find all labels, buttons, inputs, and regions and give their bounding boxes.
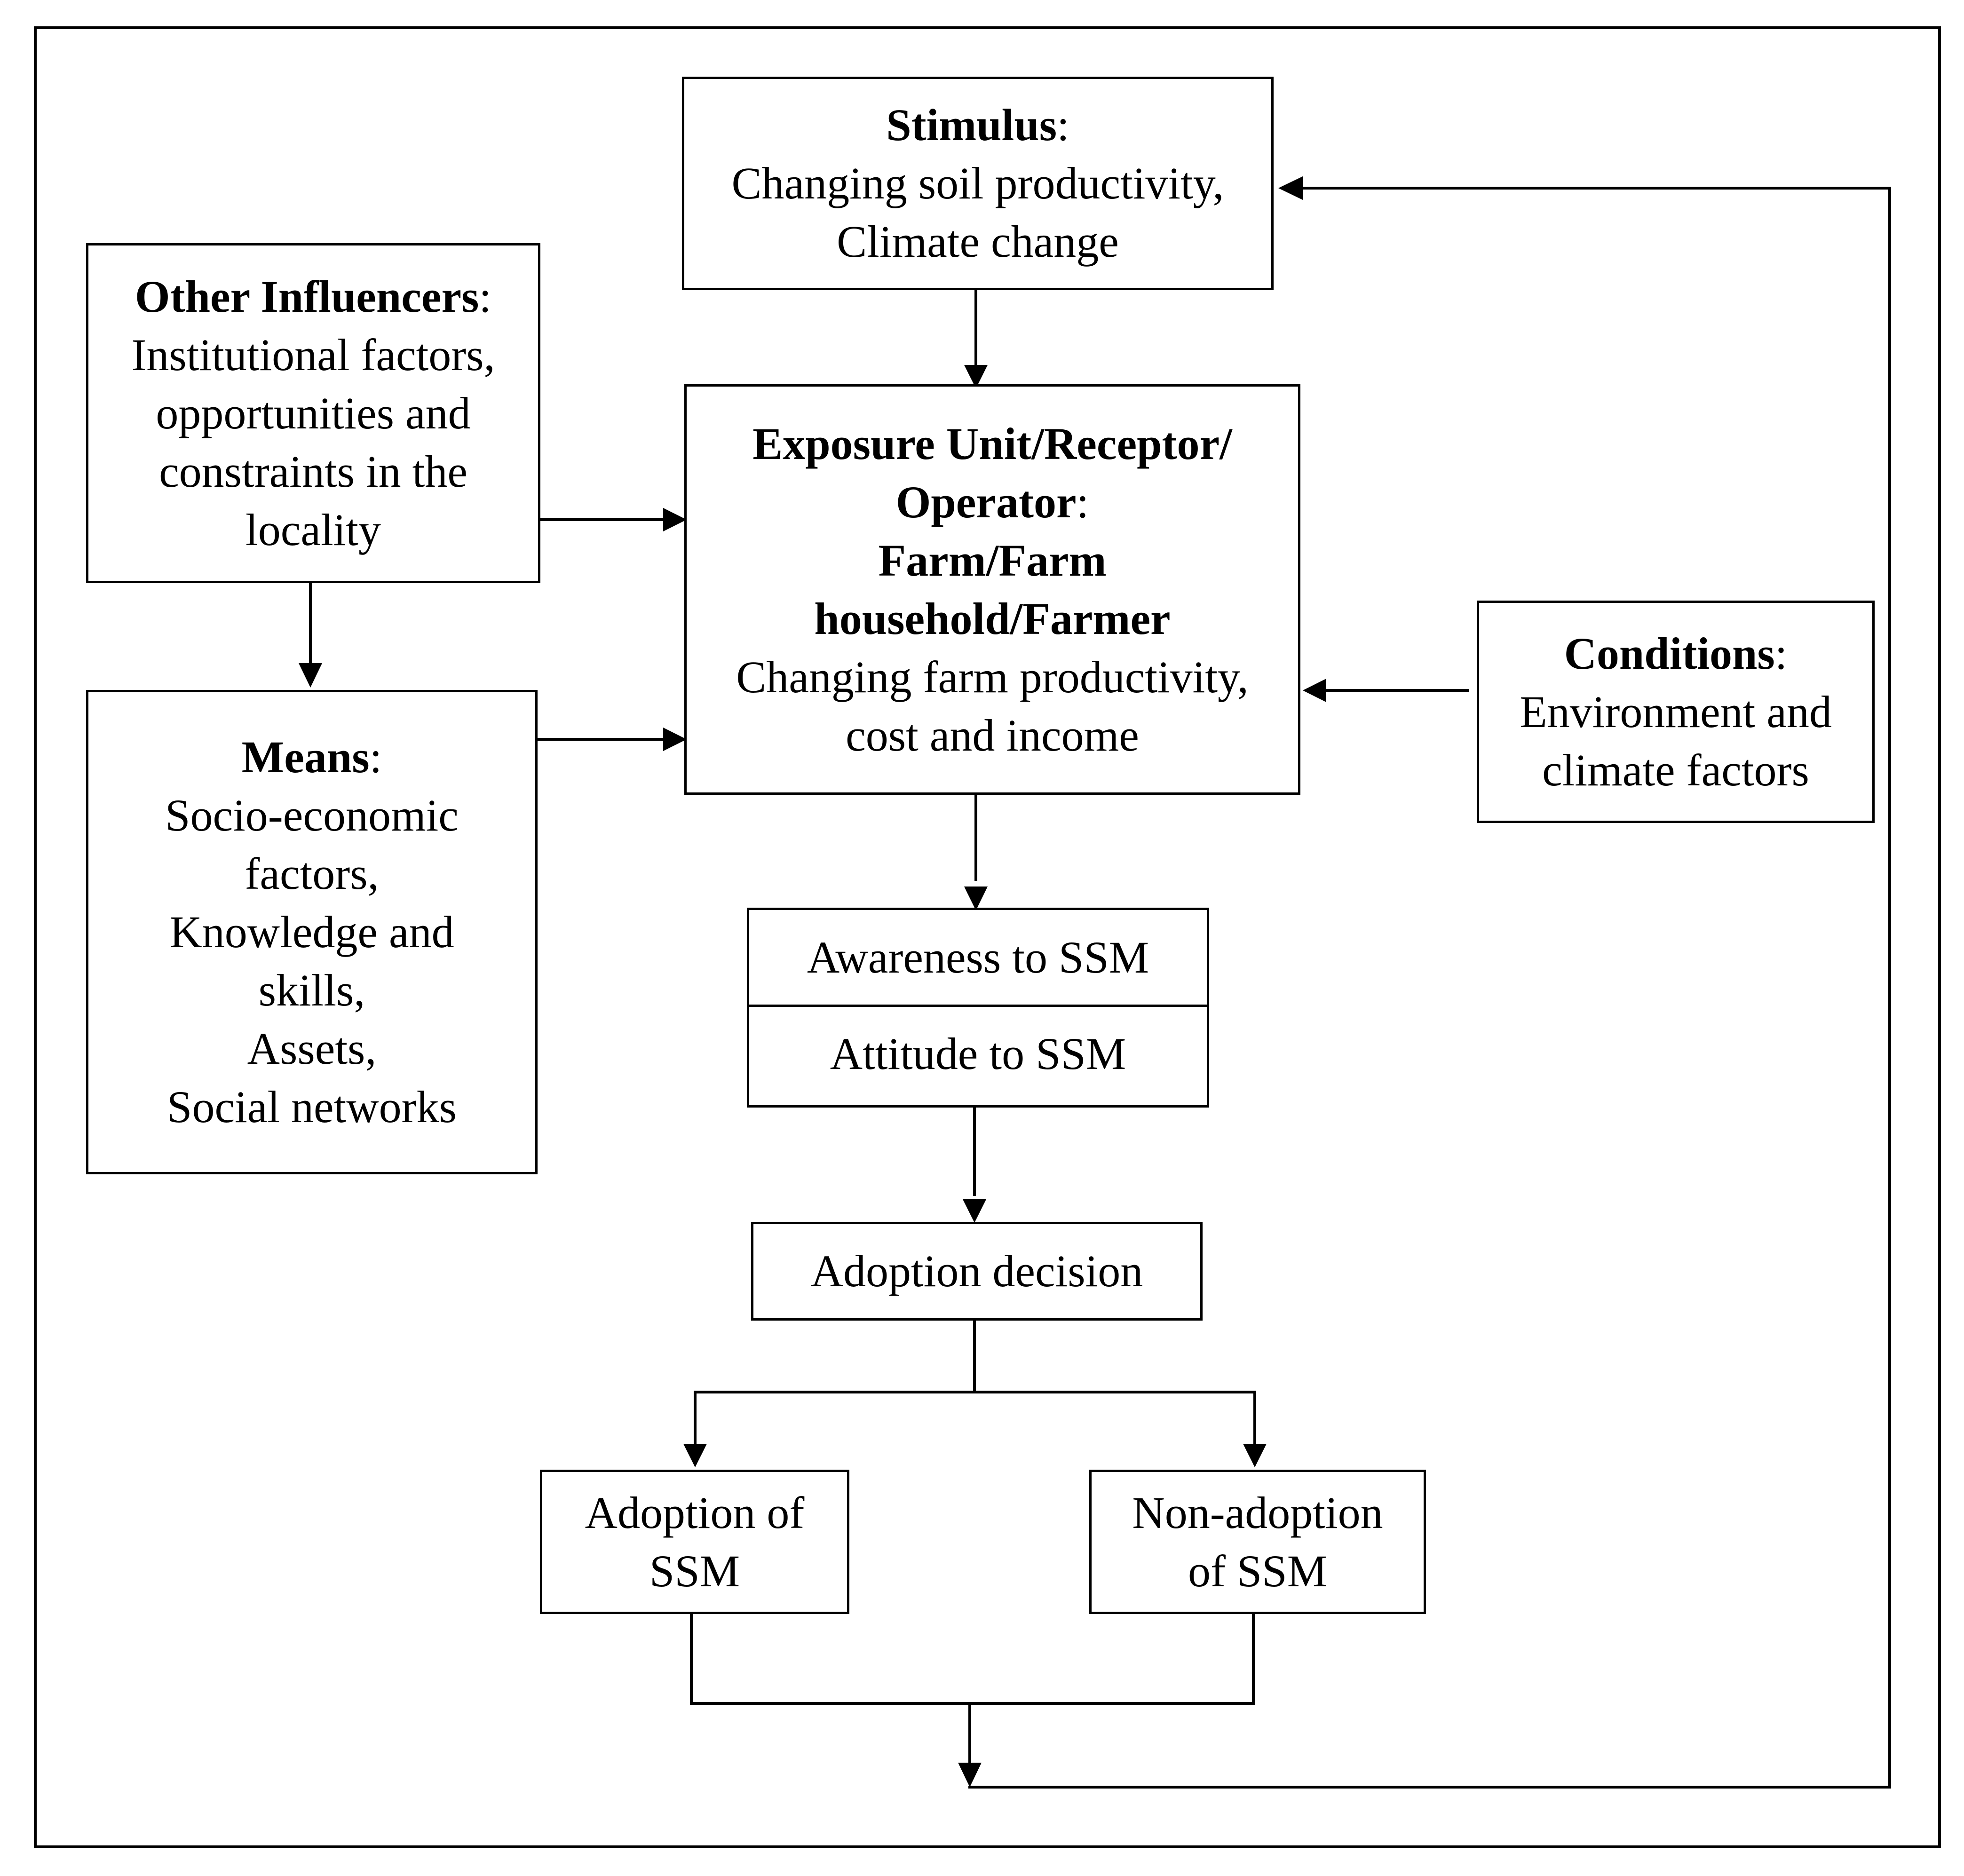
attitude-cell: Attitude to SSM xyxy=(749,1007,1207,1101)
exposure-unit-box: Exposure Unit/Receptor/ Operator: Farm/F… xyxy=(684,384,1300,795)
exposure-unit-line: Changing farm productivity, xyxy=(736,651,1249,702)
exposure-unit-heading: Exposure Unit/Receptor/ xyxy=(752,418,1232,469)
attitude-label: Attitude to SSM xyxy=(830,1029,1126,1079)
means-line: skills, xyxy=(258,965,365,1015)
means-line: factors, xyxy=(245,848,379,899)
connector-decision-right xyxy=(973,1391,1256,1445)
means-line: Social networks xyxy=(167,1082,457,1132)
conditions-box: Conditions: Environment and climate fact… xyxy=(1477,601,1875,823)
other-influencers-line: constraints in the xyxy=(159,446,467,497)
adoption-decision-label: Adoption decision xyxy=(810,1246,1143,1296)
means-heading-line: Means: xyxy=(242,728,382,786)
conditions-separator: : xyxy=(1774,628,1788,679)
arrowhead-exposure-top xyxy=(964,365,988,388)
awareness-attitude-box: Awareness to SSM Attitude to SSM xyxy=(747,908,1209,1108)
awareness-cell: Awareness to SSM xyxy=(749,910,1207,1007)
arrowhead-merge-bottom xyxy=(958,1763,982,1787)
means-box: Means: Socio-economic factors, Knowledge… xyxy=(86,690,538,1174)
stimulus-heading-line: Stimulus: xyxy=(886,96,1069,154)
stimulus-line: Changing soil productivity, xyxy=(731,158,1224,208)
exposure-unit-line: cost and income xyxy=(846,710,1139,760)
means-line: Socio-economic xyxy=(165,790,459,840)
exposure-unit-subheading: Farm/Farm xyxy=(878,535,1107,586)
conditions-heading-line: Conditions: xyxy=(1564,625,1788,683)
arrowhead-adoption-top xyxy=(683,1444,707,1467)
non-adoption-box: Non-adoption of SSM xyxy=(1089,1470,1426,1614)
adoption-line: SSM xyxy=(649,1545,740,1596)
non-adoption-line: of SSM xyxy=(1188,1545,1328,1596)
adoption-line: Adoption of xyxy=(585,1487,805,1538)
other-influencers-line: Institutional factors, xyxy=(131,329,495,380)
exposure-unit-heading: Operator xyxy=(895,476,1077,527)
exposure-unit-subheading: household/Farmer xyxy=(814,593,1171,644)
stimulus-heading: Stimulus xyxy=(886,100,1057,150)
connector-adoption-down xyxy=(690,1613,1255,1705)
arrowhead-awareness-top xyxy=(964,887,988,910)
awareness-label: Awareness to SSM xyxy=(807,932,1149,982)
means-line: Knowledge and xyxy=(169,907,454,957)
stimulus-line: Climate change xyxy=(837,216,1119,267)
adoption-decision-box: Adoption decision xyxy=(751,1222,1203,1321)
conditions-line: Environment and xyxy=(1520,686,1832,737)
other-influencers-separator: : xyxy=(479,271,492,322)
stimulus-separator: : xyxy=(1057,100,1069,150)
arrowhead-non-adoption-top xyxy=(1243,1444,1267,1467)
connector-feedback-loop xyxy=(968,187,1891,1789)
arrowhead-exposure-left-upper xyxy=(663,508,687,531)
non-adoption-line: Non-adoption xyxy=(1132,1487,1383,1538)
stimulus-box: Stimulus: Changing soil productivity, Cl… xyxy=(682,77,1274,290)
diagram-frame xyxy=(34,26,1941,1848)
other-influencers-line: locality xyxy=(246,504,381,555)
other-influencers-heading-line: Other Influencers: xyxy=(135,268,491,326)
arrowhead-stimulus-right xyxy=(1278,176,1303,200)
other-influencers-box: Other Influencers: Institutional factors… xyxy=(86,243,540,583)
arrowhead-means-top xyxy=(299,663,322,688)
connector-decision-split xyxy=(694,1319,976,1393)
adoption-box: Adoption of SSM xyxy=(540,1470,849,1614)
conditions-line: climate factors xyxy=(1542,744,1809,795)
exposure-unit-heading-line: Operator: xyxy=(896,473,1089,531)
other-influencers-heading: Other Influencers xyxy=(135,271,479,322)
means-heading: Means xyxy=(241,732,370,782)
arrowhead-exposure-right xyxy=(1303,679,1326,702)
other-influencers-line: opportunities and xyxy=(156,388,471,438)
means-separator: : xyxy=(369,732,382,782)
means-line: Assets, xyxy=(247,1023,377,1074)
exposure-unit-separator: : xyxy=(1076,476,1089,527)
conditions-heading: Conditions xyxy=(1564,628,1775,679)
arrowhead-decision-top xyxy=(963,1199,986,1223)
arrowhead-exposure-left-lower xyxy=(663,728,687,751)
